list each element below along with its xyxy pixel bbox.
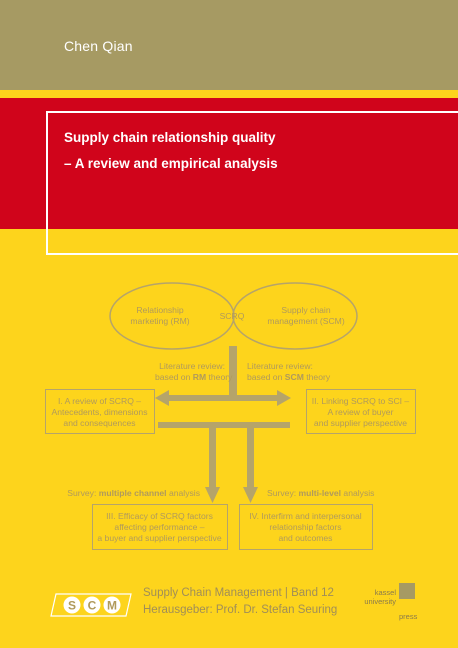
survey-left-suffix: analysis — [166, 488, 200, 498]
publisher-line: university — [364, 597, 396, 606]
survey-right-suffix: analysis — [341, 488, 375, 498]
arrow-left-head — [155, 390, 169, 406]
title-band — [0, 98, 458, 229]
box-line: affecting performance – — [114, 522, 205, 532]
review-rm-line: Literature review: — [159, 361, 225, 371]
box-efficacy-text: III. Efficacy of SCRQ factors affecting … — [93, 511, 226, 544]
box-line: and outcomes — [278, 533, 333, 543]
author-name: Chen Qian — [64, 38, 133, 54]
box-line: II. Linking SCRQ to SCI – — [311, 396, 410, 406]
box-line: IV. Interfirm and interpersonal — [249, 511, 362, 521]
top-band — [0, 0, 458, 90]
review-scm-label: Literature review: based on SCM theory — [247, 361, 330, 383]
double-arrow-shaft — [167, 395, 279, 401]
rm-label-line: marketing (RM) — [130, 316, 190, 326]
scm-label: Supply chain management (SCM) — [256, 305, 356, 327]
box-line: III. Efficacy of SCRQ factors — [106, 511, 213, 521]
box-line: and supplier perspective — [313, 418, 408, 428]
review-scm-line: based on SCM theory — [247, 372, 330, 383]
box-linking-scrq-sci: II. Linking SCRQ to SCI – A review of bu… — [306, 389, 416, 434]
review-rm-prefix: based on — [155, 372, 193, 382]
rm-circle — [109, 282, 235, 350]
title-line: – A review and empirical analysis — [64, 156, 278, 171]
publisher-line: kassel — [374, 588, 396, 597]
review-scm-suffix: theory — [303, 372, 331, 382]
survey-left-bold: multiple channel — [98, 488, 167, 498]
scm-label-line: Supply chain — [281, 305, 331, 315]
scm-logo-circle — [103, 596, 121, 614]
scm-logo-outline — [50, 593, 132, 617]
survey-right-bold: multi-level — [298, 488, 342, 498]
box-line: relationship factors — [269, 522, 342, 532]
review-rm-bold: RM — [192, 372, 207, 382]
scm-logo-circle — [63, 596, 81, 614]
box-review-scrq-text: I. A review of SCRQ – Antecedents, dimen… — [46, 396, 153, 429]
survey-left-prefix: Survey: — [67, 488, 99, 498]
box-review-scrq: I. A review of SCRQ – Antecedents, dimen… — [45, 389, 155, 434]
box-line: A review of buyer — [327, 407, 394, 417]
horizontal-connector — [158, 422, 290, 428]
survey-right-prefix: Survey: — [267, 488, 299, 498]
book-title: Supply chain relationship quality – A re… — [64, 125, 278, 177]
arrow-right-head — [277, 390, 291, 406]
box-line: I. A review of SCRQ – — [57, 396, 142, 406]
scm-label-line: management (SCM) — [267, 316, 345, 326]
scm-logo: S C M — [50, 593, 132, 617]
arrow-shaft-left — [209, 428, 216, 489]
scm-logo-letter: M — [107, 599, 117, 613]
publisher-name: kassel university — [352, 588, 396, 606]
title-line: Supply chain relationship quality — [64, 130, 276, 145]
review-scm-line: Literature review: — [247, 361, 313, 371]
arrow-down-left — [205, 487, 220, 503]
box-line: a buyer and supplier perspective — [97, 533, 222, 543]
survey-left-label: Survey: multiple channel analysis — [60, 488, 200, 499]
scrq-label: SCRQ — [219, 311, 245, 321]
rm-label: Relationship marketing (RM) — [110, 305, 210, 327]
publisher-logo-square — [399, 583, 415, 599]
vertical-connector — [229, 346, 237, 397]
editor-line: Herausgeber: Prof. Dr. Stefan Seuring — [143, 604, 338, 616]
box-line: and consequences — [63, 418, 136, 428]
review-scm-bold: SCM — [284, 372, 304, 382]
scm-logo-letter: S — [68, 599, 76, 613]
scm-circle — [232, 282, 358, 350]
box-interfirm-text: IV. Interfirm and interpersonal relation… — [240, 511, 371, 544]
box-efficacy-scrq: III. Efficacy of SCRQ factors affecting … — [92, 504, 228, 550]
scm-logo-circle — [83, 596, 101, 614]
divider-stripe — [0, 231, 458, 234]
box-interfirm: IV. Interfirm and interpersonal relation… — [239, 504, 373, 550]
review-rm-suffix: theory — [206, 372, 233, 382]
box-linking-text: II. Linking SCRQ to SCI – A review of bu… — [307, 396, 414, 429]
title-frame — [46, 111, 458, 255]
arrow-shaft-right — [247, 428, 254, 489]
review-scm-prefix: based on — [247, 372, 285, 382]
rm-label-line: Relationship — [136, 305, 184, 315]
publisher-press: press — [399, 612, 418, 621]
review-rm-line: based on RM theory — [155, 372, 232, 383]
box-line: Antecedents, dimensions — [51, 407, 148, 417]
divider-stripe — [0, 92, 458, 95]
survey-right-label: Survey: multi-level analysis — [267, 488, 374, 499]
series-line: Supply Chain Management | Band 12 — [143, 587, 334, 599]
review-rm-label: Literature review: based on RM theory — [155, 361, 232, 383]
scm-logo-letter: C — [88, 599, 97, 613]
arrow-down-right — [243, 487, 258, 503]
